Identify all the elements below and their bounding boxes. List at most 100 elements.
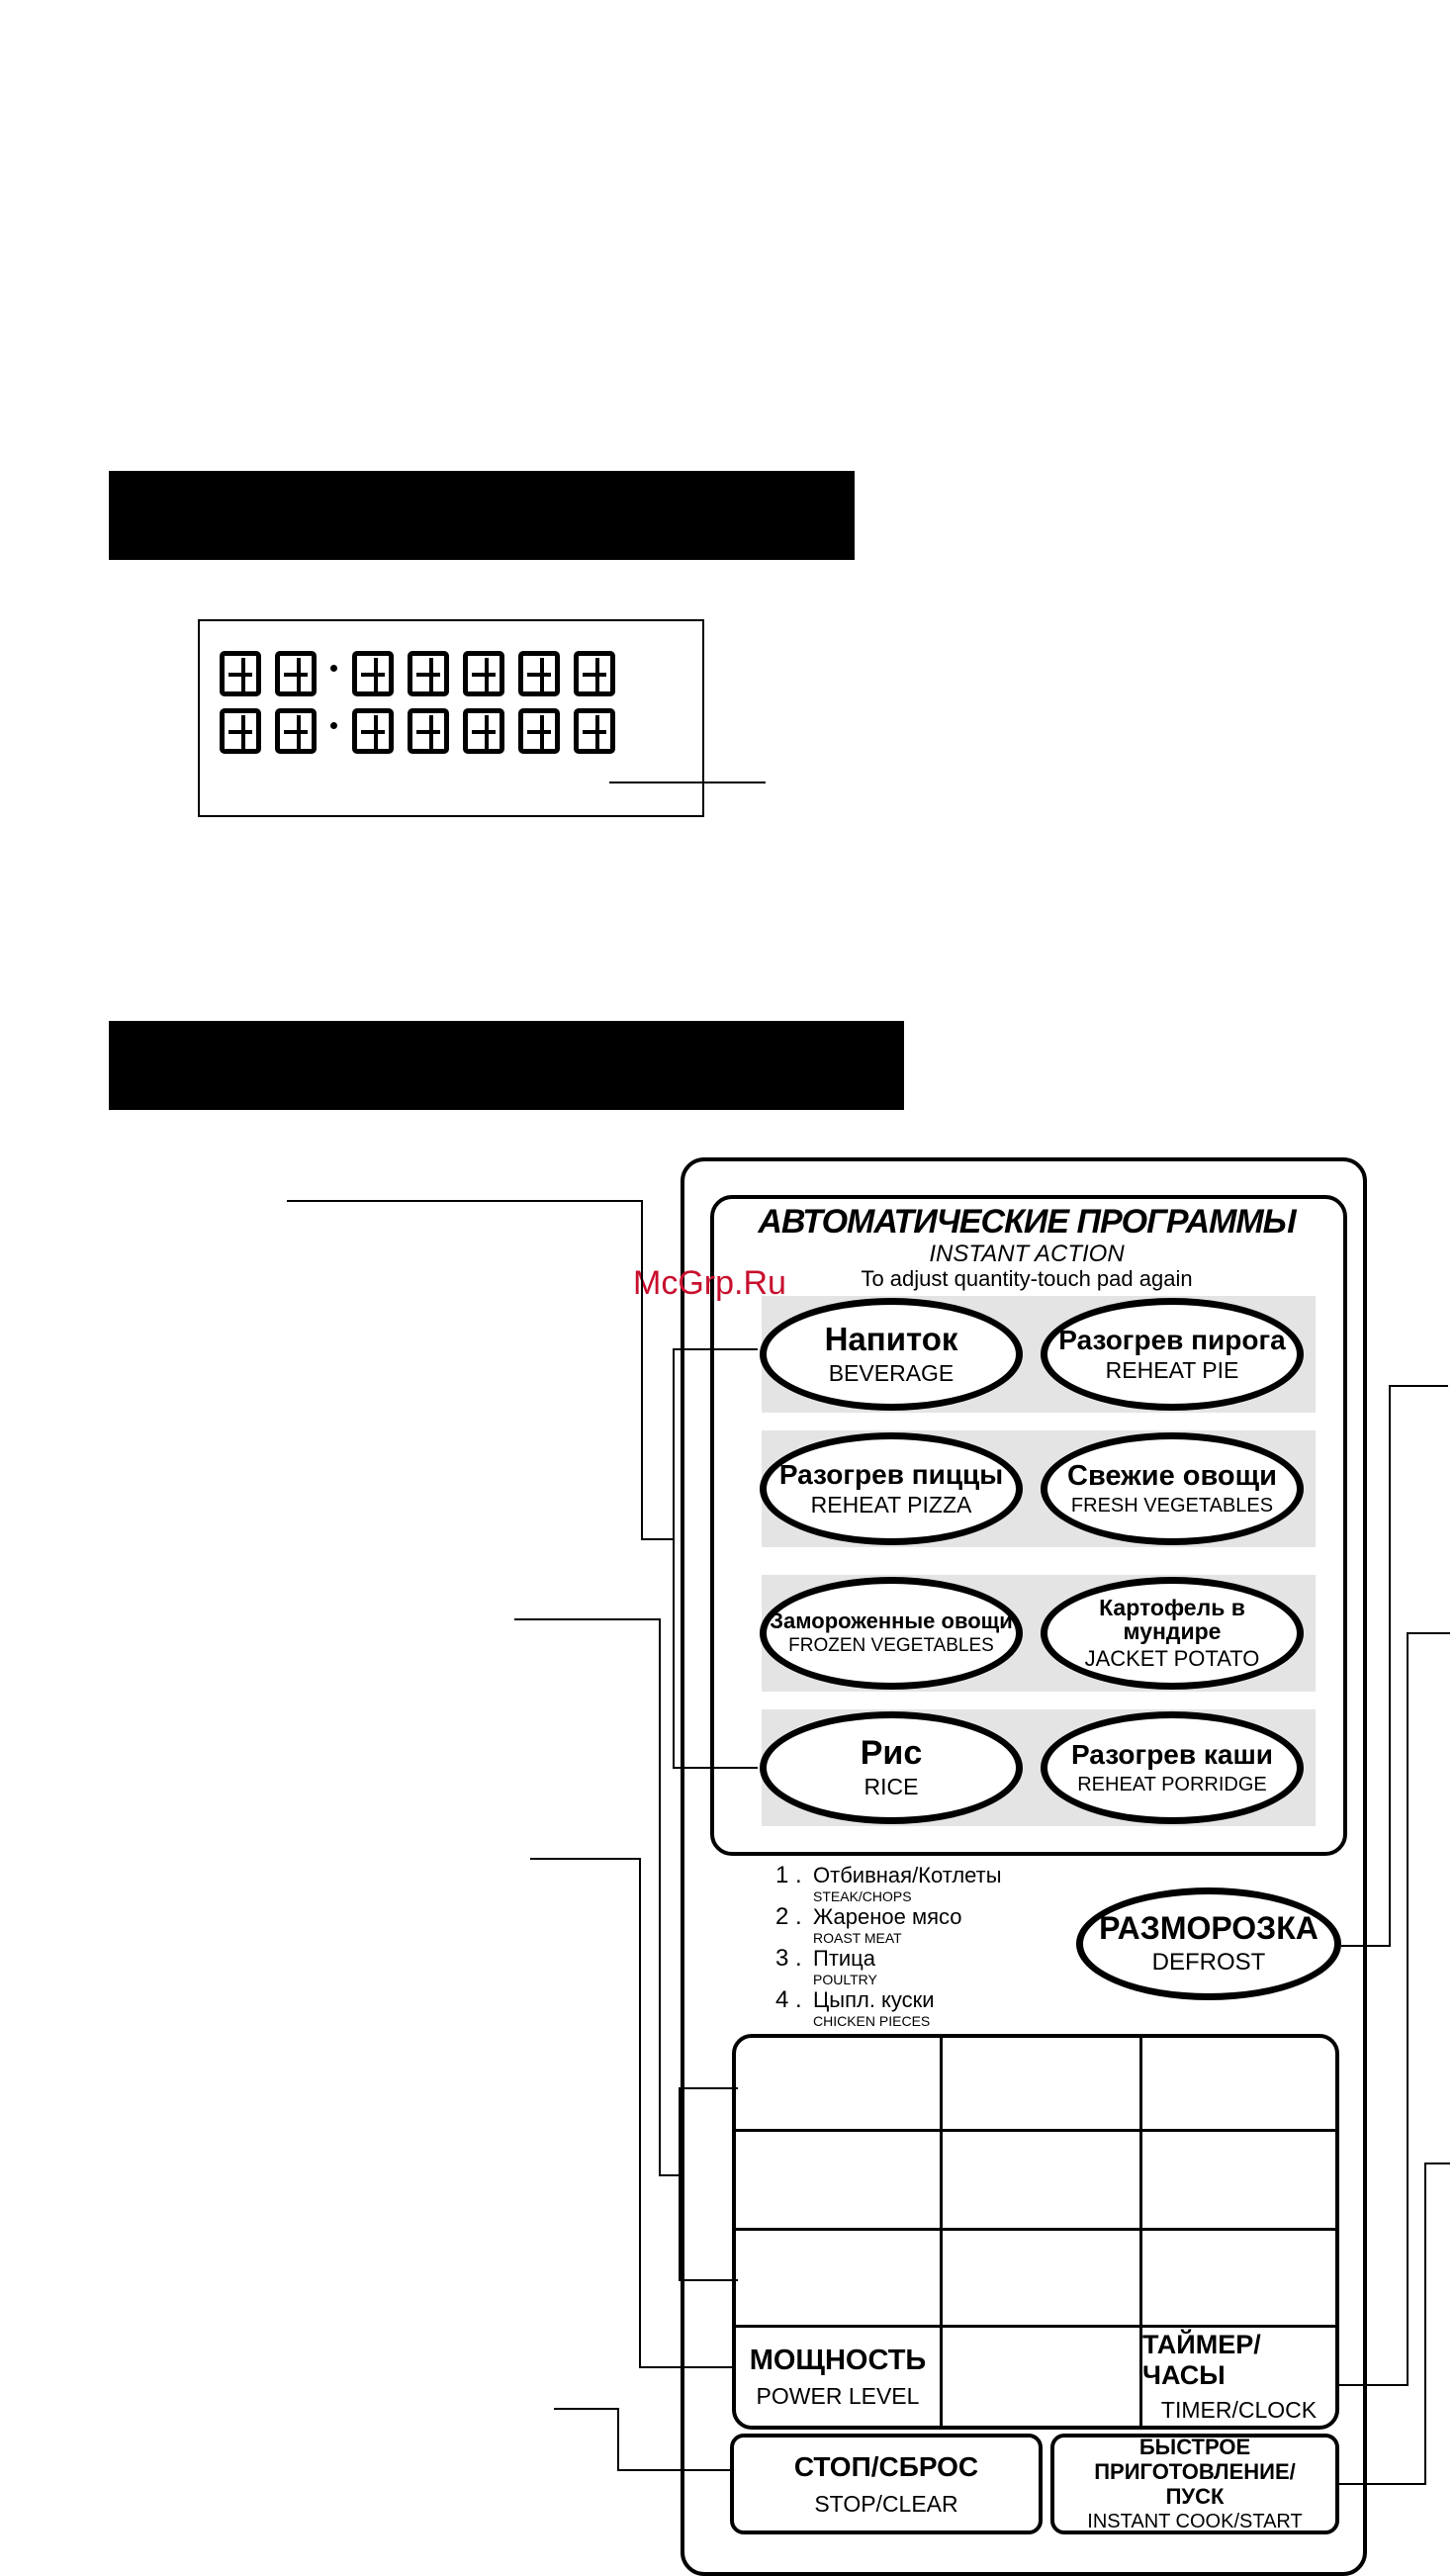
reheat-pizza-label-ru: Разогрев пиццы <box>778 1458 1004 1490</box>
lcd-digit <box>463 651 504 696</box>
keypad <box>732 2034 1339 2430</box>
auto-programs-subtitle: INSTANT ACTION <box>929 1241 1125 1267</box>
lcd-digit <box>220 708 261 754</box>
defrost-list-item: 1 . Отбивная/Котлеты STEAK/CHOPS <box>775 1862 1002 1904</box>
frozen-vegetables-label-en: FROZEN VEGETABLES <box>788 1635 994 1657</box>
jacket-potato-label-ru: Картофель в мундире <box>1099 1594 1245 1644</box>
beverage-label-en: BEVERAGE <box>828 1359 955 1386</box>
lcd-digit <box>574 651 615 696</box>
frozen-vegetables-label-ru: Замороженные овощи <box>770 1609 1013 1633</box>
callout-line <box>287 1200 643 1202</box>
lcd-digit <box>408 708 449 754</box>
keypad-divider <box>736 2325 1335 2328</box>
defrost-item-en: POULTRY <box>813 1972 877 1987</box>
callout-line <box>1341 1945 1391 1947</box>
callout-line <box>617 2469 732 2471</box>
rice-label-ru: Рис <box>860 1733 923 1772</box>
callout-line <box>639 2366 736 2368</box>
stop-clear-button[interactable]: СТОП/СБРОС STOP/CLEAR <box>730 2434 1043 2534</box>
rice-label-en: RICE <box>864 1774 919 1800</box>
callout-line <box>554 2408 619 2410</box>
defrost-button[interactable]: РАЗМОРОЗКА DEFROST <box>1076 1887 1341 2000</box>
callout-line <box>530 1858 641 1860</box>
fresh-vegetables-button[interactable]: Свежие овощи FRESH VEGETABLES <box>1041 1432 1304 1545</box>
callout-line <box>1389 1385 1391 1947</box>
lcd-row-bottom <box>220 708 615 754</box>
keypad-key[interactable] <box>736 2132 940 2228</box>
instant-cook-start-label-ru: БЫСТРОЕ ПРИГОТОВЛЕНИЕ/ ПУСК <box>1094 2434 1296 2510</box>
power-level-button[interactable]: МОЩНОСТЬ POWER LEVEL <box>736 2328 940 2426</box>
auto-programs-hint: To adjust quantity-touch pad again <box>861 1266 1193 1291</box>
defrost-item-number: 4 . <box>775 1986 802 2013</box>
defrost-item-number: 2 . <box>775 1903 802 1930</box>
callout-line <box>679 2087 738 2089</box>
lcd-callout-line <box>609 782 766 783</box>
callout-line <box>639 1858 641 2368</box>
jacket-potato-label-en: JACKET POTATO <box>1084 1646 1260 1672</box>
section-banner-display <box>109 471 855 560</box>
fresh-vegetables-label-en: FRESH VEGETABLES <box>1070 1495 1274 1518</box>
keypad-key[interactable] <box>736 2038 940 2129</box>
defrost-list-item: 2 . Жареное мясо ROAST MEAT <box>775 1903 962 1946</box>
timer-clock-label-en: TIMER/CLOCK <box>1160 2397 1318 2423</box>
defrost-list-item: 3 . Птица POULTRY <box>775 1945 877 1987</box>
lcd-digit <box>275 651 317 696</box>
beverage-label-ru: Напиток <box>824 1321 958 1358</box>
reheat-porridge-label-en: REHEAT PORRIDGE <box>1077 1773 1267 1795</box>
keypad-key[interactable] <box>943 2231 1139 2325</box>
keypad-key[interactable] <box>736 2231 940 2325</box>
fresh-vegetables-label-ru: Свежие овощи <box>1067 1459 1277 1492</box>
timer-clock-label-ru: ТАЙМЕР/ЧАСЫ <box>1142 2330 1261 2390</box>
timer-clock-button[interactable]: ТАЙМЕР/ЧАСЫ TIMER/CLOCK <box>1142 2328 1335 2426</box>
keypad-key[interactable] <box>1142 2132 1335 2228</box>
callout-line <box>641 1538 673 1540</box>
defrost-item-ru: Отбивная/Котлеты <box>813 1863 1002 1887</box>
keypad-key[interactable] <box>1142 2038 1335 2129</box>
auto-programs-title: АВТОМАТИЧЕСКИЕ ПРОГРАММЫ <box>758 1203 1296 1241</box>
reheat-pie-button[interactable]: Разогрев пирога REHEAT PIE <box>1041 1298 1304 1411</box>
callout-line <box>1407 1632 1450 1634</box>
callout-line <box>617 2408 619 2471</box>
lcd-display <box>198 619 704 817</box>
keypad-key[interactable] <box>943 2132 1139 2228</box>
defrost-item-en: STEAK/CHOPS <box>813 1888 912 1904</box>
defrost-item-ru: Жареное мясо <box>813 1904 962 1929</box>
instant-cook-start-button[interactable]: БЫСТРОЕ ПРИГОТОВЛЕНИЕ/ ПУСК INSTANT COOK… <box>1050 2434 1339 2534</box>
keypad-key[interactable] <box>1142 2231 1335 2325</box>
lcd-colon <box>330 708 338 754</box>
callout-line <box>1389 1385 1448 1387</box>
defrost-label-ru: РАЗМОРОЗКА <box>1099 1910 1319 1946</box>
keypad-divider <box>1139 2038 1142 2426</box>
lcd-row-top <box>220 651 615 696</box>
callout-line <box>673 1348 758 1350</box>
jacket-potato-button[interactable]: Картофель в мундире JACKET POTATO <box>1041 1577 1304 1690</box>
keypad-key[interactable] <box>943 2038 1139 2129</box>
reheat-porridge-button[interactable]: Разогрев каши REHEAT PORRIDGE <box>1041 1711 1304 1824</box>
keypad-divider <box>736 2228 1335 2231</box>
callout-line <box>673 1348 675 1768</box>
lcd-digit <box>220 651 261 696</box>
lcd-digit <box>574 708 615 754</box>
defrost-item-ru: Птица <box>813 1946 876 1971</box>
callout-line <box>679 2279 738 2281</box>
callout-line <box>679 2087 681 2281</box>
keypad-divider <box>940 2038 943 2426</box>
beverage-button[interactable]: Напиток BEVERAGE <box>760 1298 1023 1411</box>
callout-line <box>1339 2483 1426 2485</box>
power-level-label-ru: МОЩНОСТЬ <box>749 2344 927 2376</box>
rice-button[interactable]: Рис RICE <box>760 1711 1023 1824</box>
stop-clear-label-en: STOP/CLEAR <box>814 2490 958 2517</box>
lcd-digit <box>518 651 560 696</box>
callout-line <box>1424 2162 1426 2485</box>
reheat-pizza-button[interactable]: Разогрев пиццы REHEAT PIZZA <box>760 1432 1023 1545</box>
callout-line <box>1407 1632 1409 2386</box>
lcd-digit <box>463 708 504 754</box>
lcd-digit <box>275 708 317 754</box>
lcd-digit <box>408 651 449 696</box>
defrost-item-en: ROAST MEAT <box>813 1930 902 1946</box>
reheat-porridge-label-ru: Разогрев каши <box>1070 1739 1273 1771</box>
defrost-item-number: 1 . <box>775 1862 802 1888</box>
keypad-key[interactable] <box>943 2328 1139 2426</box>
callout-line <box>659 2174 681 2176</box>
frozen-vegetables-button[interactable]: Замороженные овощи FROZEN VEGETABLES <box>760 1577 1023 1690</box>
